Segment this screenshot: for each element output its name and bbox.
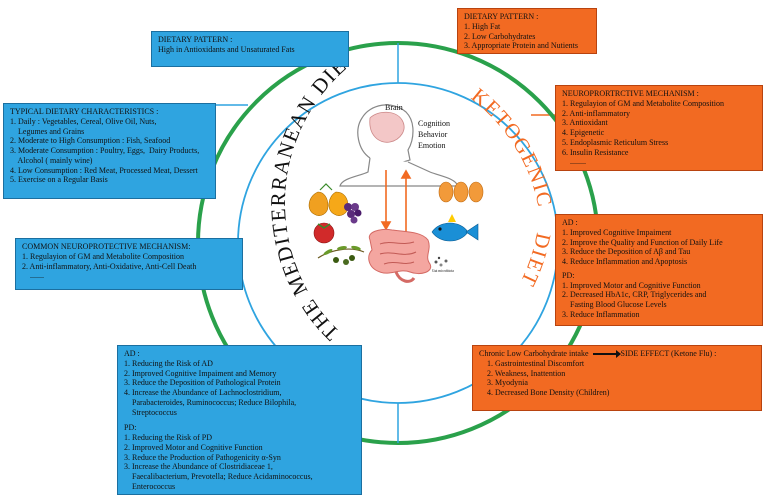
med-characteristics-item: 2. Moderate to High Consumption : Fish, …	[10, 136, 171, 146]
brain-function-emotion: Emotion	[418, 141, 446, 150]
keto-mechanism-item: 6. Insulin Resistance	[562, 147, 629, 157]
keto-mechanism-item: 2. Anti-inflammatory	[562, 108, 630, 118]
head-icon	[339, 104, 459, 187]
med-ad-item: 3. Reduce the Deposition of Pathological…	[124, 378, 281, 388]
common-mechanism-item: .......	[22, 271, 44, 281]
keto-mechanism-item: 4. Epigenetic	[562, 128, 605, 137]
side-effect-item: 4. Decreased Bone Density (Children)	[487, 388, 610, 397]
olive-branch-icon	[317, 245, 365, 265]
med-pd-title: PD:	[124, 423, 137, 433]
keto-mechanism-item: 1. Regulayion of GM and Metabolite Compo…	[562, 98, 724, 108]
side-effect-item: 3. Myodynia	[487, 378, 528, 388]
keto-mechanism-box: NEUROPRORTRCTIVE MECHANISM : 1. Regulayi…	[555, 85, 763, 171]
keto-pd-item: Fasting Blood Glucose Levels	[562, 300, 667, 309]
med-pd-item: 1. Reducing the Risk of PD	[124, 433, 212, 442]
keto-mechanism-title: NEUROPRORTRCTIVE MECHANISM :	[562, 89, 699, 98]
gut-brain-arrows	[380, 169, 412, 232]
side-effect-cause: Chronic Low Carbohydrate intake	[479, 349, 589, 358]
arrow-up-icon	[400, 169, 412, 179]
tomato-icon	[313, 222, 335, 244]
keto-pattern-item: 1. High Fat	[464, 21, 501, 31]
keto-pd-item: 1. Improved Motor and Cognitive Function	[562, 280, 701, 290]
keto-ad-item: 1. Improved Cognitive Impaiment	[562, 227, 672, 237]
keto-pattern-title: DIETARY PATTERN :	[464, 12, 539, 21]
med-ad-item: 2. Improved Cognitive Impaiment and Memo…	[124, 368, 277, 378]
side-effect-header: Chronic Low Carbohydrate intake SIDE EFF…	[479, 349, 755, 359]
med-pd-item: Enterococcus	[124, 481, 176, 491]
common-mechanism-item: 2. Anti-inflammatory, Anti-Oxidative, An…	[22, 261, 197, 271]
fish-icon	[431, 214, 479, 242]
med-ad-title: AD :	[124, 349, 140, 358]
keto-pattern-item: 2. Low Carbohydrates	[464, 31, 536, 41]
side-effect-item: 1. Gastrointestinal Discomfort	[487, 358, 585, 368]
med-characteristics-item: Alcohol ( mainly wine)	[10, 155, 93, 165]
brain-function-cognition: Cognition	[418, 119, 450, 128]
brain-function-behavior: Behavior	[418, 130, 448, 139]
gut-label: Gut microbiota	[432, 269, 454, 273]
med-ad-item: 1. Reducing the Risk of AD	[124, 358, 213, 368]
med-ad-item: Streptococcus	[124, 407, 177, 417]
med-characteristics-list: 1. Daily : Vegetables, Cereal, Olive Oil…	[10, 117, 209, 185]
keto-side-effect-box: Chronic Low Carbohydrate intake SIDE EFF…	[472, 345, 762, 411]
keto-pd-item: 3. Reduce Inflammation	[562, 309, 640, 319]
med-pd-item: Faecalibacterium, Prevotella; Reduce Aci…	[124, 472, 313, 481]
eggs-icon	[438, 181, 484, 203]
med-pattern-text: High in Antioxidants and Unsaturated Fat…	[158, 44, 295, 54]
med-dietary-pattern-box: DIETARY PATTERN : High in Antioxidants a…	[151, 31, 349, 67]
keto-mechanism-list: 1. Regulayion of GM and Metabolite Compo…	[562, 99, 756, 167]
keto-pattern-item: 3. Appropriate Protein and Nutients	[464, 41, 578, 51]
side-effect-item: 2. Weakness, Inattention	[487, 368, 566, 378]
med-characteristics-box: TYPICAL DIETARY CHARACTERISTICS : 1. Dai…	[3, 103, 216, 199]
med-characteristics-item: 5. Exercise on a Regular Basis	[10, 175, 108, 185]
gut-icon	[368, 229, 432, 283]
keto-mechanism-item: ........	[562, 157, 586, 167]
keto-pd-item: 2. Decreased HbA1c, CRP, Triglycerides a…	[562, 290, 707, 300]
med-characteristics-item: Legumes and Grains	[10, 126, 85, 136]
brain-icon	[369, 111, 405, 143]
med-characteristics-item: 4. Low Consumption : Red Meat, Processed…	[10, 165, 198, 175]
grapes-icon	[344, 203, 362, 224]
med-pattern-title: DIETARY PATTERN :	[158, 35, 233, 44]
common-mechanism-title: COMMON NEUROPROTECTIVE MECHANISM:	[22, 242, 191, 251]
arrow-right-icon	[592, 350, 621, 359]
keto-pd-title: PD:	[562, 270, 575, 280]
med-characteristics-item: 3. Moderate Consumption : Poultry, Eggs,…	[10, 146, 200, 155]
fruit-icon	[308, 183, 349, 216]
keto-ad-item: 2. Improve the Quality and Function of D…	[562, 237, 723, 247]
med-characteristics-item: 1. Daily : Vegetables, Cereal, Olive Oil…	[10, 116, 157, 126]
keto-pd-list: 1. Improved Motor and Cognitive Function…	[562, 281, 756, 320]
bacteria-icon	[434, 256, 448, 267]
med-pd-item: 2. Improved Motor and Cognitive Function	[124, 442, 263, 452]
brain-label: Brain	[385, 103, 403, 112]
common-mechanism-box: COMMON NEUROPROTECTIVE MECHANISM: 1. Reg…	[15, 238, 243, 290]
keto-ad-item: 3. Reduce the Deposition of Aβ and Tau	[562, 247, 691, 257]
med-pd-item: 3. Reduce the Production of Pathogenicit…	[124, 452, 281, 462]
keto-mechanism-item: 5. Endoplasmic Reticulum Stress	[562, 137, 669, 147]
side-effect-title: SIDE EFFECT (Ketone Flu) :	[620, 349, 717, 358]
arrow-down-icon	[380, 221, 392, 231]
keto-ad-item: 4. Reduce Inflammation and Apoptosis	[562, 257, 688, 266]
med-pd-item: 3. Increase the Abundance of Clostridiac…	[124, 462, 273, 472]
keto-ad-title: AD :	[562, 218, 578, 227]
med-ad-item: Parabacteroides, Ruminococcus; Reduce Bi…	[124, 397, 297, 407]
med-ad-item: 4. Increase the Abundance of Lachnoclost…	[124, 388, 282, 397]
common-mechanism-list: 1. Regulayion of GM and Metabolite Compo…	[22, 252, 236, 281]
med-characteristics-title: TYPICAL DIETARY CHARACTERISTICS :	[10, 107, 159, 116]
common-mechanism-item: 1. Regulayion of GM and Metabolite Compo…	[22, 251, 184, 261]
keto-mechanism-item: 3. Antioxidant	[562, 118, 608, 128]
